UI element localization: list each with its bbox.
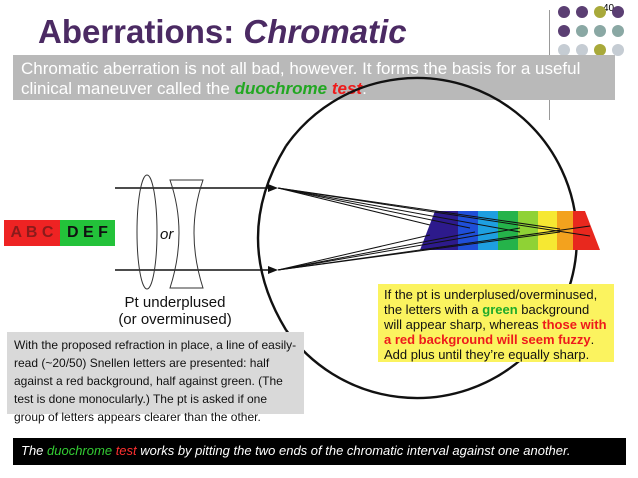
- decorative-dot: [594, 6, 606, 18]
- decorative-dot: [558, 25, 570, 37]
- bottom-test: test: [115, 443, 137, 458]
- word-green: green: [482, 302, 518, 317]
- decorative-dot: [594, 44, 606, 56]
- decorative-dot: [576, 44, 588, 56]
- spectrum-yellow: [538, 211, 557, 250]
- procedure-note: With the proposed refraction in place, a…: [7, 332, 304, 424]
- red-fuzzy-phrase: those with a red background will seem fu…: [384, 317, 607, 347]
- decorative-dot: [594, 25, 606, 37]
- intro-text: Chromatic aberration is not all bad, how…: [21, 59, 581, 98]
- intro-test: test: [331, 79, 363, 98]
- summary-bar: The duochrome test works by pitting the …: [13, 438, 626, 465]
- title-main: Aberrations:: [38, 13, 244, 50]
- convex-lens-icon: [136, 174, 158, 290]
- ray-top-arrow-icon: [268, 184, 278, 192]
- slide-title: Aberrations: Chromatic: [38, 13, 407, 51]
- spectrum-cyan: [478, 211, 498, 250]
- spectrum-band-icon: [420, 211, 600, 250]
- spectrum-red: [573, 211, 600, 250]
- decorative-dot-grid-icon: [558, 6, 624, 56]
- decorative-dot: [612, 25, 624, 37]
- slide-number: 40: [603, 3, 615, 14]
- red-half-letters: A B C: [4, 220, 60, 246]
- title-emphasis: Chromatic: [243, 13, 407, 50]
- decorative-dot: [576, 25, 588, 37]
- spectrum-orange: [557, 211, 573, 250]
- underplused-label: Pt underplused (or overminused): [100, 294, 250, 328]
- or-label: or: [160, 226, 174, 243]
- intro-duochrome: duochrome: [234, 79, 328, 98]
- decorative-dot: [558, 6, 570, 18]
- spectrum-yellowgreen: [518, 211, 538, 250]
- green-half-letters: D E F: [60, 220, 115, 246]
- ray-bottom-arrow-icon: [268, 266, 278, 274]
- interpretation-note: If the pt is underplused/overminused, th…: [378, 284, 614, 362]
- concave-lens-icon: [169, 179, 204, 289]
- decorative-dot: [612, 6, 624, 18]
- duochrome-letter-chart: A B C D E F: [4, 220, 115, 246]
- decorative-dot: [612, 44, 624, 56]
- spectrum-blue: [458, 211, 478, 250]
- decorative-dot: [558, 44, 570, 56]
- refracted-rays: [277, 187, 591, 271]
- intro-callout: Chromatic aberration is not all bad, how…: [13, 55, 615, 100]
- bottom-duochrome: duochrome: [47, 443, 113, 458]
- underplused-line1: Pt underplused: [124, 294, 226, 311]
- underplused-line2: (or overminused): [118, 311, 232, 328]
- decorative-dot: [576, 6, 588, 18]
- cornea: [256, 145, 288, 331]
